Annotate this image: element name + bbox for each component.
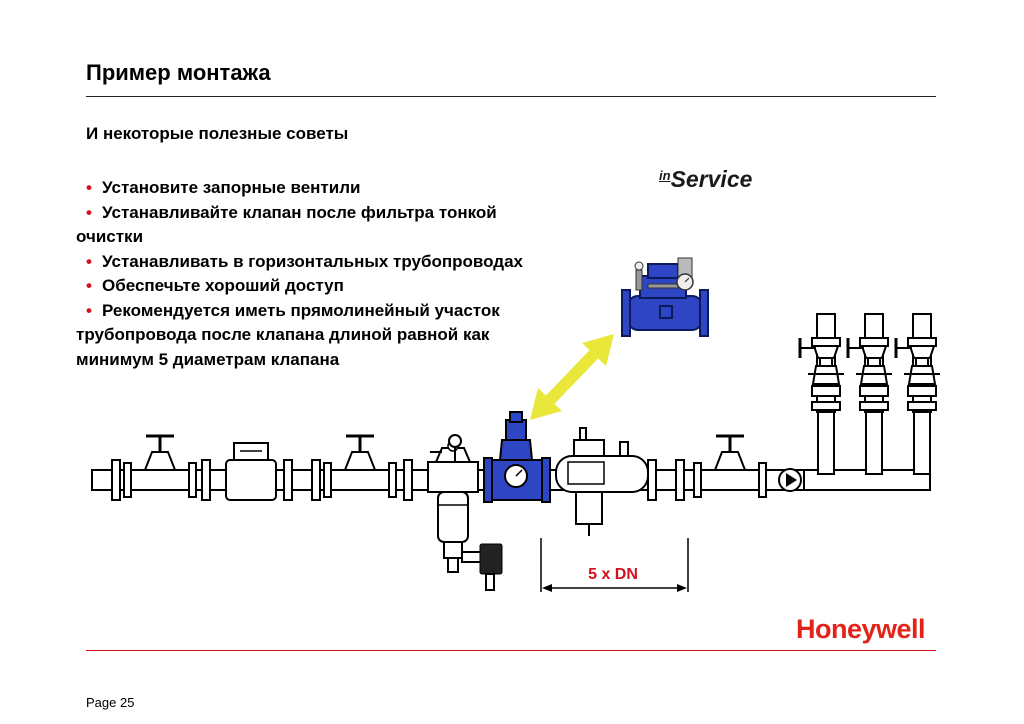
tip-text: Обеспечьте хороший доступ	[102, 276, 344, 295]
riser-valve-icon	[894, 312, 942, 414]
pump-icon	[778, 468, 802, 492]
tip-text: Устанавливайте клапан после фильтра тонк…	[76, 202, 497, 247]
gate-valve-icon	[122, 434, 198, 499]
pressure-reducing-valve-icon	[483, 411, 551, 503]
gate-valve-icon	[692, 434, 768, 499]
gate-valve-icon	[322, 434, 398, 499]
footer-divider	[86, 650, 936, 651]
tip-text: Установите запорные вентили	[102, 178, 361, 197]
tip-item: • Обеспечьте хороший доступ	[76, 274, 556, 299]
dimension-line	[540, 538, 689, 592]
backflow-preventer-icon	[555, 427, 649, 536]
dimension-label: 5 x DN	[588, 566, 638, 583]
water-meter-icon	[225, 442, 277, 501]
bullet-icon: •	[86, 178, 92, 197]
riser-valve-icon	[798, 312, 846, 414]
page-title: Пример монтажа	[86, 60, 271, 85]
double-arrow-icon	[530, 334, 614, 420]
inservice-prefix: in	[659, 168, 671, 183]
bullet-icon: •	[86, 300, 92, 320]
tip-item: • Установите запорные вентили	[76, 176, 556, 201]
bullet-icon: •	[86, 251, 92, 271]
tip-text: Устанавливать в горизонтальных трубопров…	[102, 251, 523, 271]
valve-closeup-icon	[621, 257, 709, 337]
tip-item: •Устанавливайте клапан после фильтра тон…	[76, 201, 556, 250]
page-number: Page 25	[86, 695, 135, 710]
tip-item: •Рекомендуется иметь прямолинейный участ…	[76, 299, 556, 373]
fine-filter-icon	[427, 440, 503, 591]
tip-item: • Устанавливать в горизонтальных трубопро…	[76, 250, 556, 275]
tip-text: Рекомендуется иметь прямолинейный участо…	[76, 300, 500, 369]
riser-valve-icon	[846, 312, 894, 414]
bullet-icon: •	[86, 276, 92, 295]
bullet-icon: •	[86, 202, 92, 222]
honeywell-logo: Honeywell	[796, 614, 926, 644]
inservice-logo: inService	[659, 166, 752, 193]
title-divider	[86, 96, 936, 97]
tips-list: •Установите запорные вентили •Устанавлив…	[76, 176, 556, 372]
pressure-gauge-icon	[448, 434, 462, 462]
inservice-wordmark: Service	[670, 166, 753, 192]
subtitle: И некоторые полезные советы	[86, 124, 349, 143]
